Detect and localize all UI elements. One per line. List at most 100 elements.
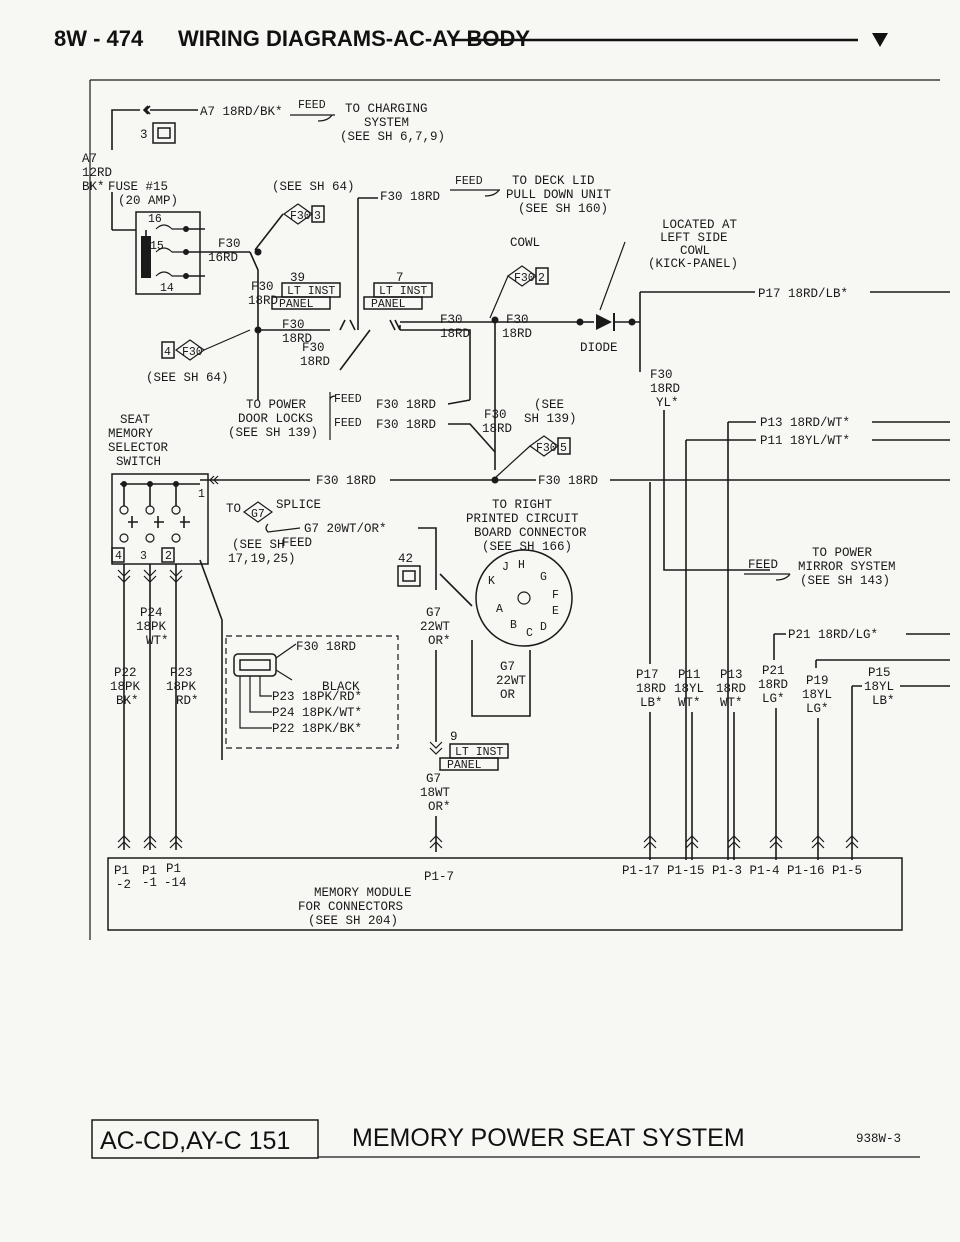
page-number: 8W - 474 [54,26,144,51]
svg-text:C: C [526,627,533,640]
fuse-icon [141,236,151,278]
svg-text:18RD: 18RD [636,682,666,696]
svg-text:DIODE: DIODE [580,341,618,355]
svg-text:F30: F30 [440,313,463,327]
diode-icon [596,314,612,330]
svg-text:(KICK-PANEL): (KICK-PANEL) [648,257,738,271]
svg-text:18RD: 18RD [300,355,330,369]
svg-text:F30: F30 [218,237,241,251]
svg-text:P19: P19 [806,674,829,688]
svg-text:(SEE SH 204): (SEE SH 204) [308,914,398,928]
svg-text:PULL DOWN UNIT: PULL DOWN UNIT [506,188,612,202]
p17-right-label: P17 18RD/LB* [758,287,848,301]
svg-text:OR: OR [500,688,516,702]
svg-text:LG*: LG* [806,702,829,716]
svg-text:F30: F30 [282,318,305,332]
svg-text:(SEE SH 143): (SEE SH 143) [800,574,890,588]
svg-text:BK*: BK* [116,694,139,708]
svg-text:4: 4 [115,550,122,563]
svg-text:G7: G7 [426,606,441,620]
svg-text:18YL: 18YL [802,688,832,702]
svg-text:FUSE #15: FUSE #15 [108,180,168,194]
svg-text:18PK: 18PK [166,680,197,694]
svg-text:F30 18RD: F30 18RD [376,398,436,412]
svg-text:LB*: LB* [872,694,895,708]
svg-text:LOCATED AT: LOCATED AT [662,218,738,232]
lt-inst-panel-7: LT INST PANEL [363,282,433,311]
svg-text:18RD: 18RD [650,382,680,396]
svg-text:FEED: FEED [334,393,362,406]
svg-text:2: 2 [165,550,172,563]
svg-text:SYSTEM: SYSTEM [364,116,409,130]
svg-text:12RD: 12RD [82,166,112,180]
svg-text:COWL: COWL [510,236,540,250]
svg-text:P23: P23 [170,666,193,680]
svg-text:FEED: FEED [334,417,362,430]
svg-text:22WT: 22WT [420,620,451,634]
svg-text:COWL: COWL [680,244,710,258]
svg-text:(SEE: (SEE [534,398,564,412]
connector-42-icon [397,565,421,587]
svg-text:LEFT SIDE: LEFT SIDE [660,231,728,245]
svg-text:DOOR LOCKS: DOOR LOCKS [238,412,313,426]
page-footer: AC-CD,AY-C 151 MEMORY POWER SEAT SYSTEM … [91,1119,920,1159]
svg-text:P24: P24 [140,606,163,620]
svg-text:FEED: FEED [282,536,312,550]
svg-text:F30: F30 [290,210,311,223]
p21-right-label: P21 18RD/LG* [788,628,878,642]
svg-text:PANEL: PANEL [279,298,314,311]
svg-text:(SEE SH 6,7,9): (SEE SH 6,7,9) [340,130,445,144]
svg-text:TO DECK LID: TO DECK LID [512,174,595,188]
svg-text:RD*: RD* [176,694,199,708]
svg-text:22WT: 22WT [496,674,527,688]
page-title: WIRING DIAGRAMS-AC-AY BODY [178,26,530,51]
svg-text:18PK: 18PK [136,620,167,634]
svg-text:K: K [488,575,495,588]
svg-text:MEMORY: MEMORY [108,427,154,441]
svg-text:LT INST: LT INST [455,746,503,759]
svg-text:39: 39 [290,271,305,285]
svg-text:FEED: FEED [298,99,326,112]
svg-text:P13: P13 [720,668,743,682]
svg-text:BK*: BK* [82,180,105,194]
svg-text:18RD: 18RD [502,327,532,341]
svg-text:P1: P1 [166,862,181,876]
connector-icon [152,122,176,144]
svg-text:(SEE SH: (SEE SH [232,538,285,552]
svg-text:BOARD CONNECTOR: BOARD CONNECTOR [474,526,587,540]
svg-text:FEED: FEED [748,558,778,572]
svg-text:P1-17 P1-15 P1-3 P1-4 P1-16 P1: P1-17 P1-15 P1-3 P1-4 P1-16 P1-5 [622,864,862,878]
svg-text:-1: -1 [142,876,157,890]
svg-text:WT*: WT* [720,696,743,710]
svg-text:18YL: 18YL [674,682,704,696]
svg-text:(SEE SH 166): (SEE SH 166) [482,540,572,554]
svg-text:18RD: 18RD [758,678,788,692]
svg-text:A7: A7 [82,152,97,166]
printed-circuit-connector: K J H G F E D C B A [475,549,573,647]
svg-text:WT*: WT* [678,696,701,710]
svg-text:3: 3 [314,210,321,223]
middle-section: COWL LOCATED AT LEFT SIDE COWL (KICK-PAN… [108,218,950,860]
svg-text:TO RIGHT: TO RIGHT [492,498,553,512]
svg-text:PANEL: PANEL [371,298,406,311]
svg-text:(20 AMP): (20 AMP) [118,194,178,208]
svg-text:P15: P15 [868,666,891,680]
svg-text:4: 4 [164,346,171,359]
svg-text:LG*: LG* [762,692,785,706]
svg-text:F30: F30 [302,341,325,355]
svg-text:P1: P1 [114,864,129,878]
seat-memory-switch: 1 4 3 2 [111,473,223,850]
svg-text:P24 18PK/WT*: P24 18PK/WT* [272,706,362,720]
svg-text:SEAT: SEAT [120,413,151,427]
svg-text:18WT: 18WT [420,786,451,800]
p13-right-label: P13 18RD/WT* [760,416,850,430]
svg-text:MIRROR SYSTEM: MIRROR SYSTEM [798,560,896,574]
svg-text:J: J [502,561,509,574]
svg-text:LB*: LB* [640,696,663,710]
svg-text:SPLICE: SPLICE [276,498,321,512]
svg-text:A: A [496,603,503,616]
svg-text:F30 18RD: F30 18RD [376,418,436,432]
svg-text:F30: F30 [536,442,557,455]
svg-text:OR*: OR* [428,800,451,814]
